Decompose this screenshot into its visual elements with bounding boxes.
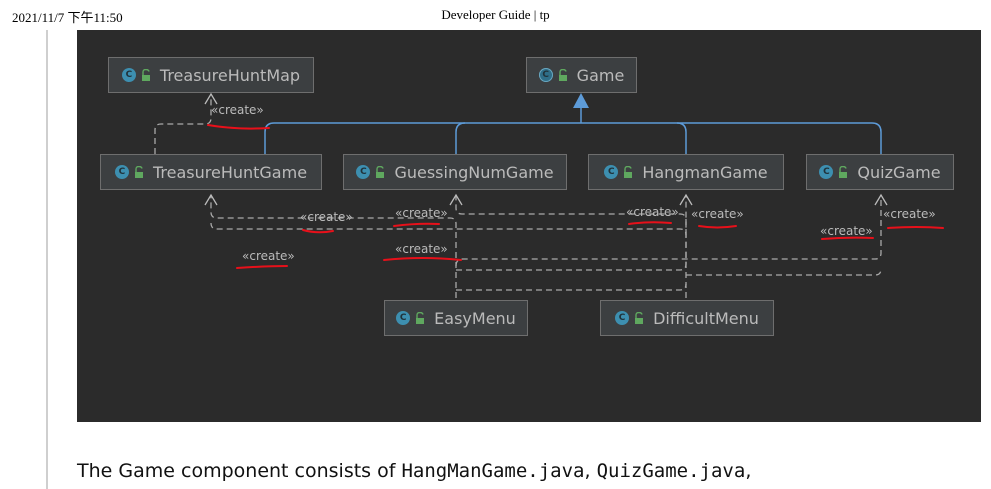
left-border xyxy=(46,30,48,489)
class-easymenu: C EasyMenu xyxy=(384,300,528,336)
class-name: GuessingNumGame xyxy=(394,162,554,182)
text-sep1: , xyxy=(584,460,597,482)
inheritance-arrowhead xyxy=(573,93,589,108)
create-label: «create» xyxy=(883,207,936,221)
lock-open-icon xyxy=(416,312,425,324)
red-annotations xyxy=(207,124,944,269)
text-component: Game xyxy=(118,460,175,482)
class-icon: C xyxy=(121,68,136,82)
class-treasurehuntmap: C TreasureHuntMap xyxy=(108,57,314,93)
abstract-class-icon: C xyxy=(538,68,553,82)
class-difficultmenu: C DifficultMenu xyxy=(600,300,774,336)
class-icon: C xyxy=(604,165,619,179)
class-icon: C xyxy=(615,311,630,325)
body-paragraph: The Game component consists of HangManGa… xyxy=(77,460,751,482)
class-name: QuizGame xyxy=(857,162,941,182)
class-icon: C xyxy=(356,165,371,179)
class-hangmangame: C HangmanGame xyxy=(588,154,784,190)
lock-open-icon xyxy=(635,312,644,324)
create-label: «create» xyxy=(626,205,679,219)
create-label: «create» xyxy=(242,249,295,263)
class-name: HangmanGame xyxy=(642,162,768,182)
text-intro: The xyxy=(77,460,119,482)
class-icon: C xyxy=(114,165,129,179)
class-name: DifficultMenu xyxy=(653,308,759,328)
lock-open-icon xyxy=(376,166,385,178)
class-quizgame: C QuizGame xyxy=(806,154,954,190)
lock-open-icon xyxy=(558,69,567,81)
class-icon: C xyxy=(396,311,411,325)
inheritance-lines xyxy=(264,106,882,154)
class-name: Game xyxy=(576,65,625,85)
code-hangmangame: HangManGame.java xyxy=(401,460,585,482)
class-treasurehuntgame: C TreasureHuntGame xyxy=(100,154,322,190)
create-label: «create» xyxy=(691,207,744,221)
class-guessingnumgame: C GuessingNumGame xyxy=(343,154,567,190)
dependency-arrowheads xyxy=(204,92,888,206)
lock-open-icon xyxy=(624,166,633,178)
class-name: TreasureHuntMap xyxy=(159,65,301,85)
diagram-connectors xyxy=(154,92,944,298)
create-label: «create» xyxy=(820,224,873,238)
create-label: «create» xyxy=(300,210,353,224)
text-sep2: , xyxy=(745,460,752,482)
page-title: Developer Guide | tp xyxy=(441,7,550,22)
class-name: TreasureHuntGame xyxy=(152,162,308,182)
create-label: «create» xyxy=(395,242,448,256)
class-icon: C xyxy=(819,165,834,179)
lock-open-icon xyxy=(134,166,143,178)
print-date: 2021/11/7 下午11:50 xyxy=(12,10,123,25)
class-name: EasyMenu xyxy=(434,308,516,328)
lock-open-icon xyxy=(839,166,848,178)
create-label: «create» xyxy=(395,206,448,220)
create-label: «create» xyxy=(211,103,264,117)
code-quizgame: QuizGame.java xyxy=(596,460,746,482)
dependency-lines xyxy=(154,96,882,298)
lock-open-icon xyxy=(141,69,150,81)
class-game: C Game xyxy=(526,57,637,93)
text-middle: component consists of xyxy=(174,460,402,482)
class-diagram: C TreasureHuntMap C Game C TreasureHuntG… xyxy=(77,30,981,422)
